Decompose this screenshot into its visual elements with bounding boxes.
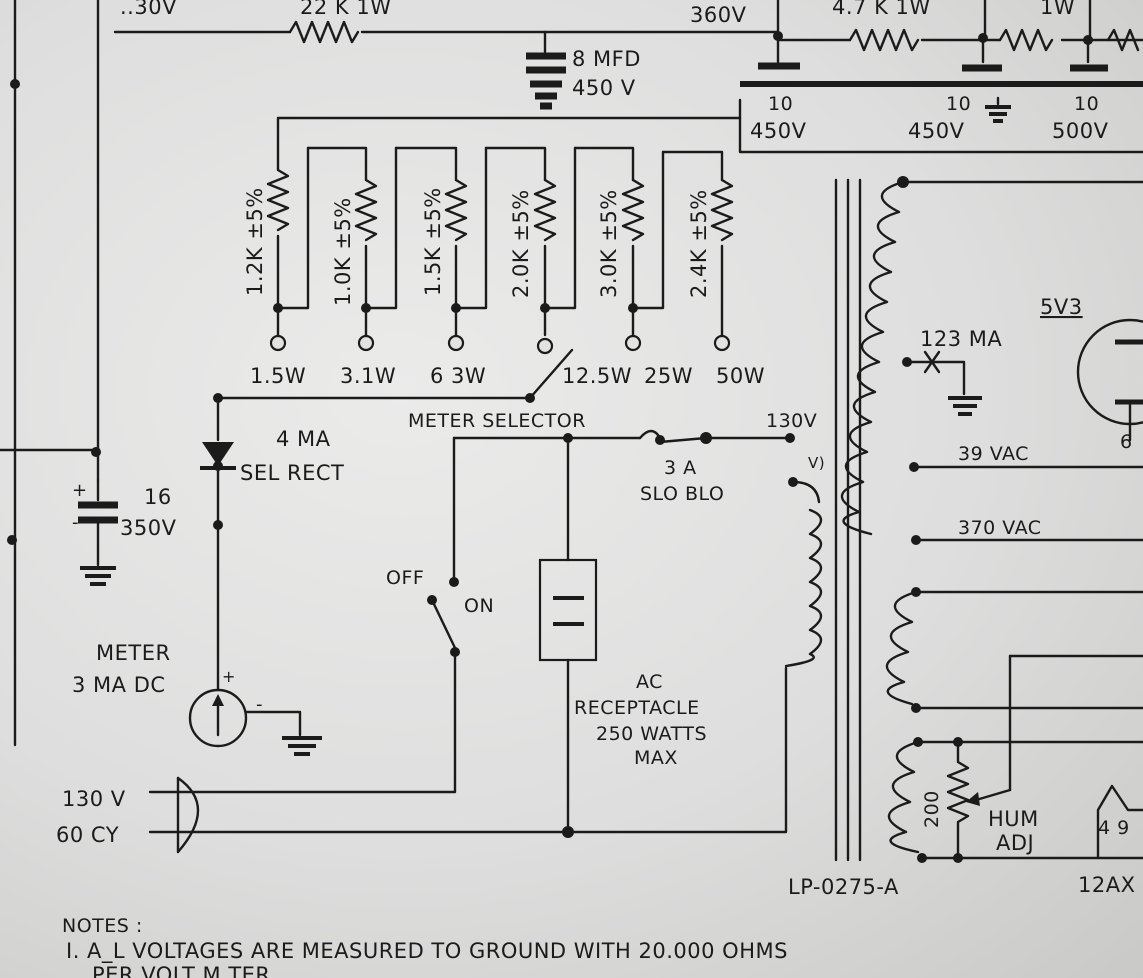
transformer-part-label: LP-0275-A [788, 875, 899, 899]
meter-selector-switch [213, 348, 574, 403]
input-frequency-label: 60 CY [56, 823, 119, 847]
pot-200-label: 200 [921, 790, 943, 828]
filter-capacitors [740, 34, 1143, 123]
tube-pins-label: 4 9 [1098, 817, 1130, 839]
cap-10-b-voltage-label: 450V [908, 119, 965, 143]
power-transformer [784, 176, 1143, 863]
receptacle-label-3: 250 WATTS [596, 723, 707, 745]
tap-12-5w-label: 12.5W [562, 364, 632, 388]
resistor-2-4k-label: 2.4K ±5% [687, 189, 711, 298]
hum-adj-label-2: ADJ [996, 831, 1034, 855]
rectifier-current-label: 4 MA [276, 427, 331, 451]
cap-10-c-voltage-label: 500V [1052, 119, 1109, 143]
fuse-type-label: SLO BLO [640, 483, 724, 505]
rectifier-type-label: SEL RECT [240, 461, 344, 485]
switch-off-label: OFF [386, 567, 424, 589]
cap-10-b-label: 10 [946, 93, 971, 115]
tap-25w-label: 25W [644, 364, 693, 388]
resistor-1-0k-label: 1.0K ±5% [331, 197, 355, 306]
resistor-3-0k-label: 3.0K ±5% [597, 189, 621, 298]
resistor-2-0k-label: 2.0K ±5% [509, 189, 533, 298]
resistor-22k-label: 22 K 1W [300, 0, 391, 19]
tap-50w-label: 50W [716, 364, 765, 388]
switch-on-label: ON [464, 595, 494, 617]
capacitor-8mfd [526, 30, 566, 110]
cap-16-voltage-label: 350V [120, 516, 177, 540]
cap-16-minus-label: - [72, 512, 79, 533]
tube-pin-6-label: 6 [1120, 431, 1133, 453]
load-resistor-bank [266, 98, 1143, 355]
b-plus-rail [113, 0, 1143, 52]
current-123ma-label: 123 MA [920, 327, 1002, 351]
receptacle-label-4: MAX [634, 747, 678, 769]
vac-39-label: 39 VAC [958, 443, 1029, 465]
fuse-rating-label: 3 A [664, 457, 697, 479]
note-2: PER VOLT M TER [92, 963, 271, 978]
power-switch-and-receptacle [148, 429, 788, 854]
cap-10-a-voltage-label: 450V [750, 119, 807, 143]
meter-plus-label: + [222, 667, 236, 686]
top-left-voltage-label: ..30V [120, 0, 177, 19]
resistor-1w-label: 1W [1040, 0, 1075, 19]
fuse-3a [655, 432, 821, 504]
voltage-360-label: 360V [690, 3, 747, 27]
resistor-1-5k-label: 1.5K ±5% [421, 187, 445, 296]
meter-range-label: 3 MA DC [72, 673, 166, 697]
tap-3-1w-label: 3.1W [340, 364, 396, 388]
meter-selector-label: METER SELECTOR [408, 410, 586, 432]
note-1: I. A_L VOLTAGES ARE MEASURED TO GROUND W… [66, 939, 788, 964]
receptacle-label-2: RECEPTACLE [574, 697, 700, 719]
notes-title: NOTES : [62, 915, 143, 937]
cap-16-label: 16 [144, 485, 172, 509]
meter-minus-label: - [256, 694, 263, 715]
tap-1-5w-label: 1.5W [250, 364, 306, 388]
receptacle-label-1: AC [636, 671, 663, 693]
hum-adj-label-1: HUM [988, 807, 1039, 831]
tube-12ax-label: 12AX [1078, 873, 1135, 897]
meter-title-label: METER [96, 641, 171, 665]
cap-10-c-label: 10 [1074, 93, 1099, 115]
cap-8mfd-voltage-label: 450 V [572, 76, 636, 100]
line-130v-label: 130V [766, 410, 817, 432]
rectifier-tube-label: 5V3 [1040, 295, 1083, 319]
input-voltage-label: 130 V [62, 787, 126, 811]
vac-370-label: 370 VAC [958, 517, 1042, 539]
resistor-1-2k-label: 1.2K ±5% [243, 187, 267, 296]
resistor-4-7k-label: 4.7 K 1W [832, 0, 931, 19]
left-wiring [0, 0, 118, 747]
cap-10-a-label: 10 [768, 93, 793, 115]
cap-8mfd-label: 8 MFD [572, 47, 641, 71]
cap-16-plus-label: + [72, 480, 88, 501]
primary-tap-label: V) [808, 454, 825, 472]
tap-6-3w-label: 6 3W [430, 364, 486, 388]
rectifier-meter-chain [188, 396, 322, 756]
